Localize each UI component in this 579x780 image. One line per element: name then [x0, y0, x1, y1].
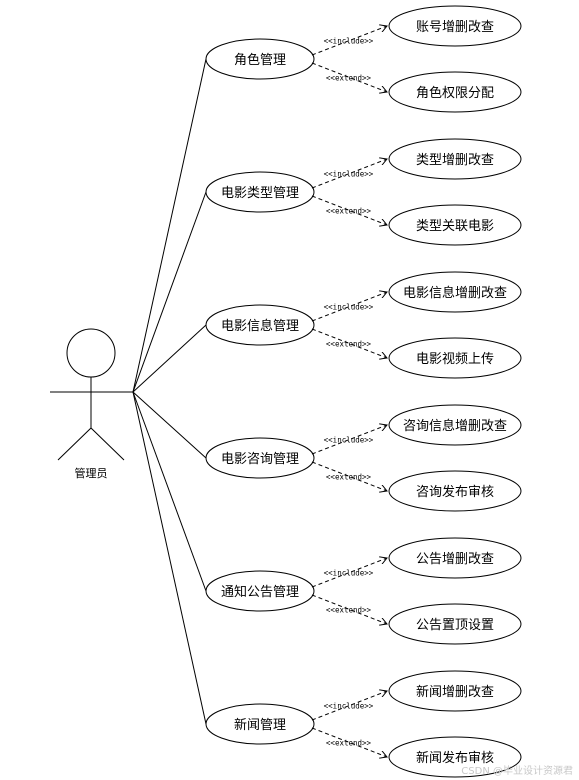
use-case-ellipse	[205, 437, 315, 479]
extend-use-case-ellipse	[388, 337, 522, 379]
extend-use-case-ellipse	[388, 71, 522, 113]
use-case-label: 新闻管理	[234, 717, 286, 733]
association-line	[132, 391, 207, 592]
extend-use-case-label: 咨询发布审核	[416, 484, 494, 500]
include-use-case-ellipse	[388, 537, 522, 579]
use-case-label: 角色管理	[234, 52, 286, 68]
include-use-case-label: 咨询信息增删改查	[403, 418, 507, 434]
extend-use-case-ellipse	[388, 204, 522, 246]
extend-use-case-label: 角色权限分配	[416, 85, 494, 101]
include-stereotype: <<include>>	[324, 303, 374, 312]
use-case-group: 电影类型管理 <<include>> 类型增删改查 <<extend>> 类型关联电影	[132, 138, 522, 393]
extend-use-case-label: 新闻发布审核	[416, 750, 494, 766]
association-line	[132, 391, 207, 725]
use-case-label: 电影类型管理	[221, 186, 299, 201]
use-case-ellipse	[205, 38, 315, 80]
use-case-ellipse	[205, 171, 315, 213]
include-use-case-label: 公告增删改查	[416, 552, 494, 567]
include-stereotype: <<include>>	[324, 37, 374, 46]
use-case-label: 电影咨询管理	[221, 452, 299, 467]
use-case-group: 电影咨询管理 <<include>> 咨询信息增删改查 <<extend>> 咨询发布审…	[132, 391, 522, 512]
actor-head	[66, 328, 116, 378]
actor-left-leg	[57, 427, 92, 461]
include-use-case-label: 账号增删改查	[416, 20, 494, 35]
association-line	[132, 391, 207, 459]
extend-use-case-label: 电影视频上传	[416, 352, 494, 367]
extend-stereotype: <<extend>>	[326, 473, 372, 482]
include-use-case-ellipse	[388, 271, 522, 313]
use-case-label: 通知公告管理	[221, 584, 299, 600]
use-case-group: 通知公告管理 <<include>> 公告增删改查 <<extend>> 公告置顶设置	[132, 391, 522, 645]
use-case-group: 角色管理 <<include>> 账号增删改查 <<extend>> 角色权限分配	[132, 5, 522, 393]
use-case-group: 电影信息管理 <<include>> 电影信息增删改查 <<extend>> 电影视频上…	[132, 271, 522, 393]
include-stereotype: <<include>>	[324, 569, 374, 578]
extend-stereotype: <<extend>>	[326, 606, 372, 615]
include-use-case-label: 电影信息增删改查	[403, 285, 507, 301]
use-case-ellipse	[205, 703, 315, 745]
use-case-group: 新闻管理 <<include>> 新闻增删改查 <<extend>> 新闻发布审核	[132, 391, 522, 778]
extend-stereotype: <<extend>>	[326, 207, 372, 216]
include-use-case-ellipse	[388, 670, 522, 712]
include-stereotype: <<include>>	[324, 702, 374, 711]
extend-stereotype: <<extend>>	[326, 74, 372, 83]
include-use-case-label: 新闻增删改查	[416, 684, 494, 700]
include-stereotype: <<include>>	[324, 170, 374, 179]
actor-right-leg	[90, 427, 125, 461]
actor-name: 管理员	[75, 466, 108, 480]
extend-stereotype: <<extend>>	[326, 340, 372, 349]
extend-use-case-ellipse	[388, 470, 522, 512]
extend-stereotype: <<extend>>	[326, 739, 372, 748]
include-use-case-ellipse	[388, 404, 522, 446]
watermark: CSDN @毕业设计资源君	[461, 764, 573, 777]
association-line	[132, 191, 207, 393]
extend-use-case-label: 类型关联电影	[416, 219, 494, 234]
include-use-case-ellipse	[388, 138, 522, 180]
use-case-ellipse	[205, 304, 315, 346]
extend-use-case-ellipse	[388, 603, 522, 645]
include-stereotype: <<include>>	[324, 436, 374, 445]
extend-use-case-ellipse	[388, 736, 522, 778]
actor	[50, 328, 133, 461]
include-use-case-label: 类型增删改查	[416, 153, 494, 168]
use-case-label: 电影信息管理	[221, 318, 299, 334]
association-line	[132, 58, 207, 393]
extend-use-case-label: 公告置顶设置	[416, 618, 494, 633]
association-line	[132, 324, 207, 393]
use-case-ellipse	[205, 570, 315, 612]
include-use-case-ellipse	[388, 5, 522, 47]
